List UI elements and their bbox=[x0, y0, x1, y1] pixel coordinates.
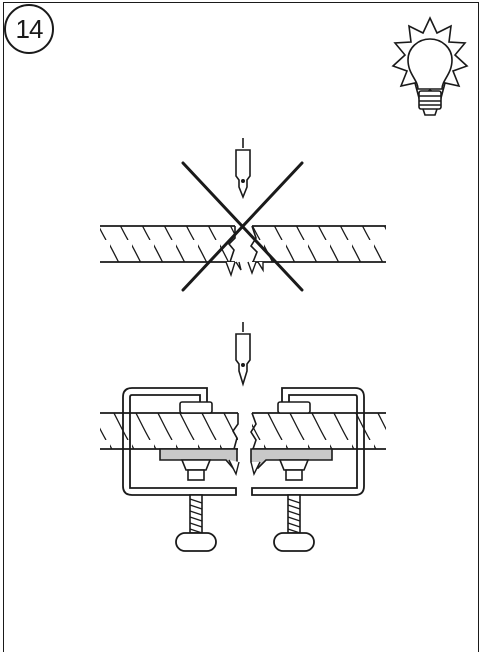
lightbulb-icon bbox=[391, 16, 469, 116]
c-clamp-icon bbox=[122, 387, 237, 496]
utility-knife-icon bbox=[235, 322, 251, 387]
cross-mark-icon bbox=[181, 161, 304, 292]
page-frame bbox=[3, 2, 479, 652]
step-number-badge: 14 bbox=[4, 4, 54, 54]
board-right-clamped bbox=[250, 387, 386, 552]
board-left-top bbox=[100, 225, 242, 278]
board-right-top bbox=[247, 225, 386, 276]
lightbulb-rays bbox=[391, 16, 469, 100]
c-clamp-icon bbox=[251, 387, 365, 496]
step-number: 14 bbox=[15, 13, 44, 44]
wrong-method bbox=[100, 138, 386, 292]
correct-method bbox=[100, 322, 386, 552]
utility-knife-icon bbox=[235, 138, 251, 200]
lightbulb-glass bbox=[407, 38, 453, 90]
board-left-clamped bbox=[100, 387, 240, 552]
